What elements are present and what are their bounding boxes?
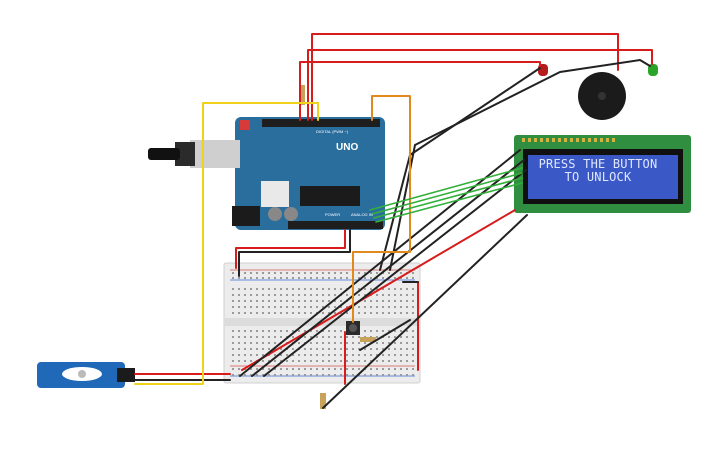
wire-orange-1 <box>352 95 411 323</box>
wires <box>134 33 653 409</box>
wire-black-6 <box>389 59 651 271</box>
wire-black-1 <box>238 229 351 277</box>
led-green <box>648 64 658 76</box>
lcd-line-1: PRESS THE BUTTON <box>538 157 658 171</box>
digital-header-label: DIGITAL (PWM ~) <box>316 129 349 134</box>
lcd-line-2: TO UNLOCK <box>564 170 632 184</box>
wire-red-5 <box>241 209 516 371</box>
wire-black-10 <box>359 319 411 351</box>
wire-green-1 <box>369 167 523 211</box>
wire-red-2 <box>307 49 653 121</box>
lcd-module <box>514 135 691 213</box>
arduino-brand-label: UNO <box>336 142 359 153</box>
resistor-bottom <box>320 393 326 409</box>
wire-green-3 <box>373 177 523 219</box>
led-red <box>538 64 548 76</box>
wire-yellow-1 <box>134 102 319 385</box>
arduino-uno-board <box>232 117 385 230</box>
wire-red-3 <box>299 61 541 121</box>
wire-red-4 <box>235 229 346 269</box>
wire-green-2 <box>371 172 523 215</box>
resistor-led <box>299 85 305 105</box>
servo-motor <box>37 362 135 388</box>
wire-black-8 <box>322 214 528 409</box>
resistor-button <box>360 337 376 342</box>
buzzer <box>578 72 626 120</box>
wire-green-4 <box>375 182 523 223</box>
wire-black-3 <box>251 159 525 377</box>
power-header-label: POWER <box>325 212 341 217</box>
pushbutton <box>346 321 360 335</box>
wire-black-2 <box>239 149 521 377</box>
wire-black-4 <box>263 169 527 377</box>
lcd-display-text: PRESS THE BUTTON TO UNLOCK <box>528 158 668 198</box>
wire-red-1 <box>311 33 619 121</box>
usb-cable <box>148 140 240 168</box>
analog-header-label: ANALOG IN <box>351 212 373 217</box>
